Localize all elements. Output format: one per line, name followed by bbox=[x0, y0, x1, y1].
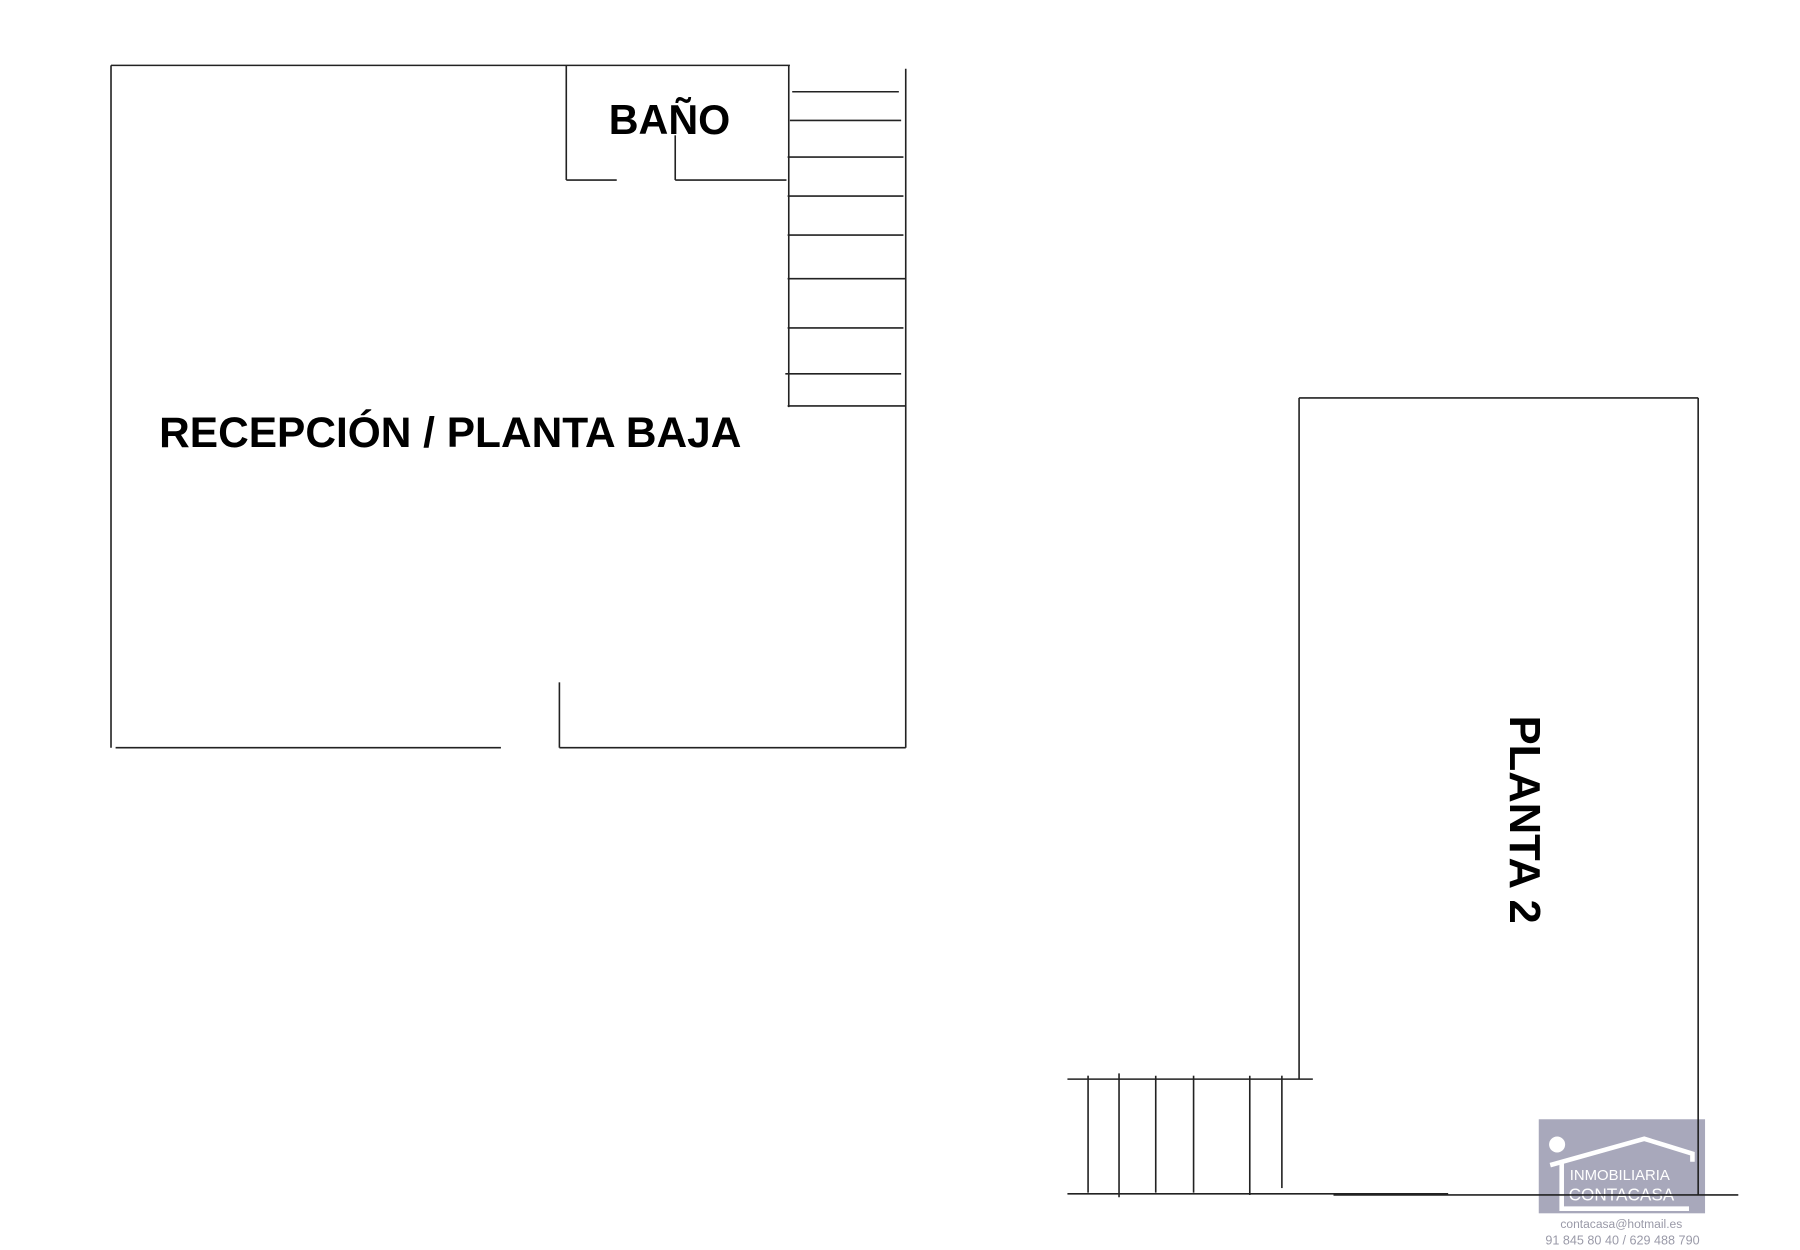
label-second-floor: PLANTA 2 bbox=[1500, 716, 1548, 924]
label-bathroom: BAÑO bbox=[609, 97, 731, 143]
agency-logo: INMOBILIARIA CONTACASA contacasa@hotmail… bbox=[1538, 1119, 1706, 1247]
label-ground-floor: RECEPCIÓN / PLANTA BAJA bbox=[159, 408, 741, 456]
logo-email: contacasa@hotmail.es bbox=[1560, 1217, 1682, 1231]
logo-line1: INMOBILIARIA bbox=[1570, 1168, 1670, 1184]
bathroom-walls bbox=[565, 65, 790, 408]
staircase-ground bbox=[785, 90, 906, 407]
ground-floor-walls bbox=[110, 64, 907, 749]
second-floor-walls bbox=[1298, 397, 1739, 1196]
logo-house-icon bbox=[1549, 1136, 1695, 1168]
logo-dot-icon bbox=[1549, 1136, 1566, 1153]
staircase-second bbox=[1067, 1073, 1449, 1198]
logo-phones: 91 845 80 40 / 629 488 790 bbox=[1545, 1233, 1699, 1247]
